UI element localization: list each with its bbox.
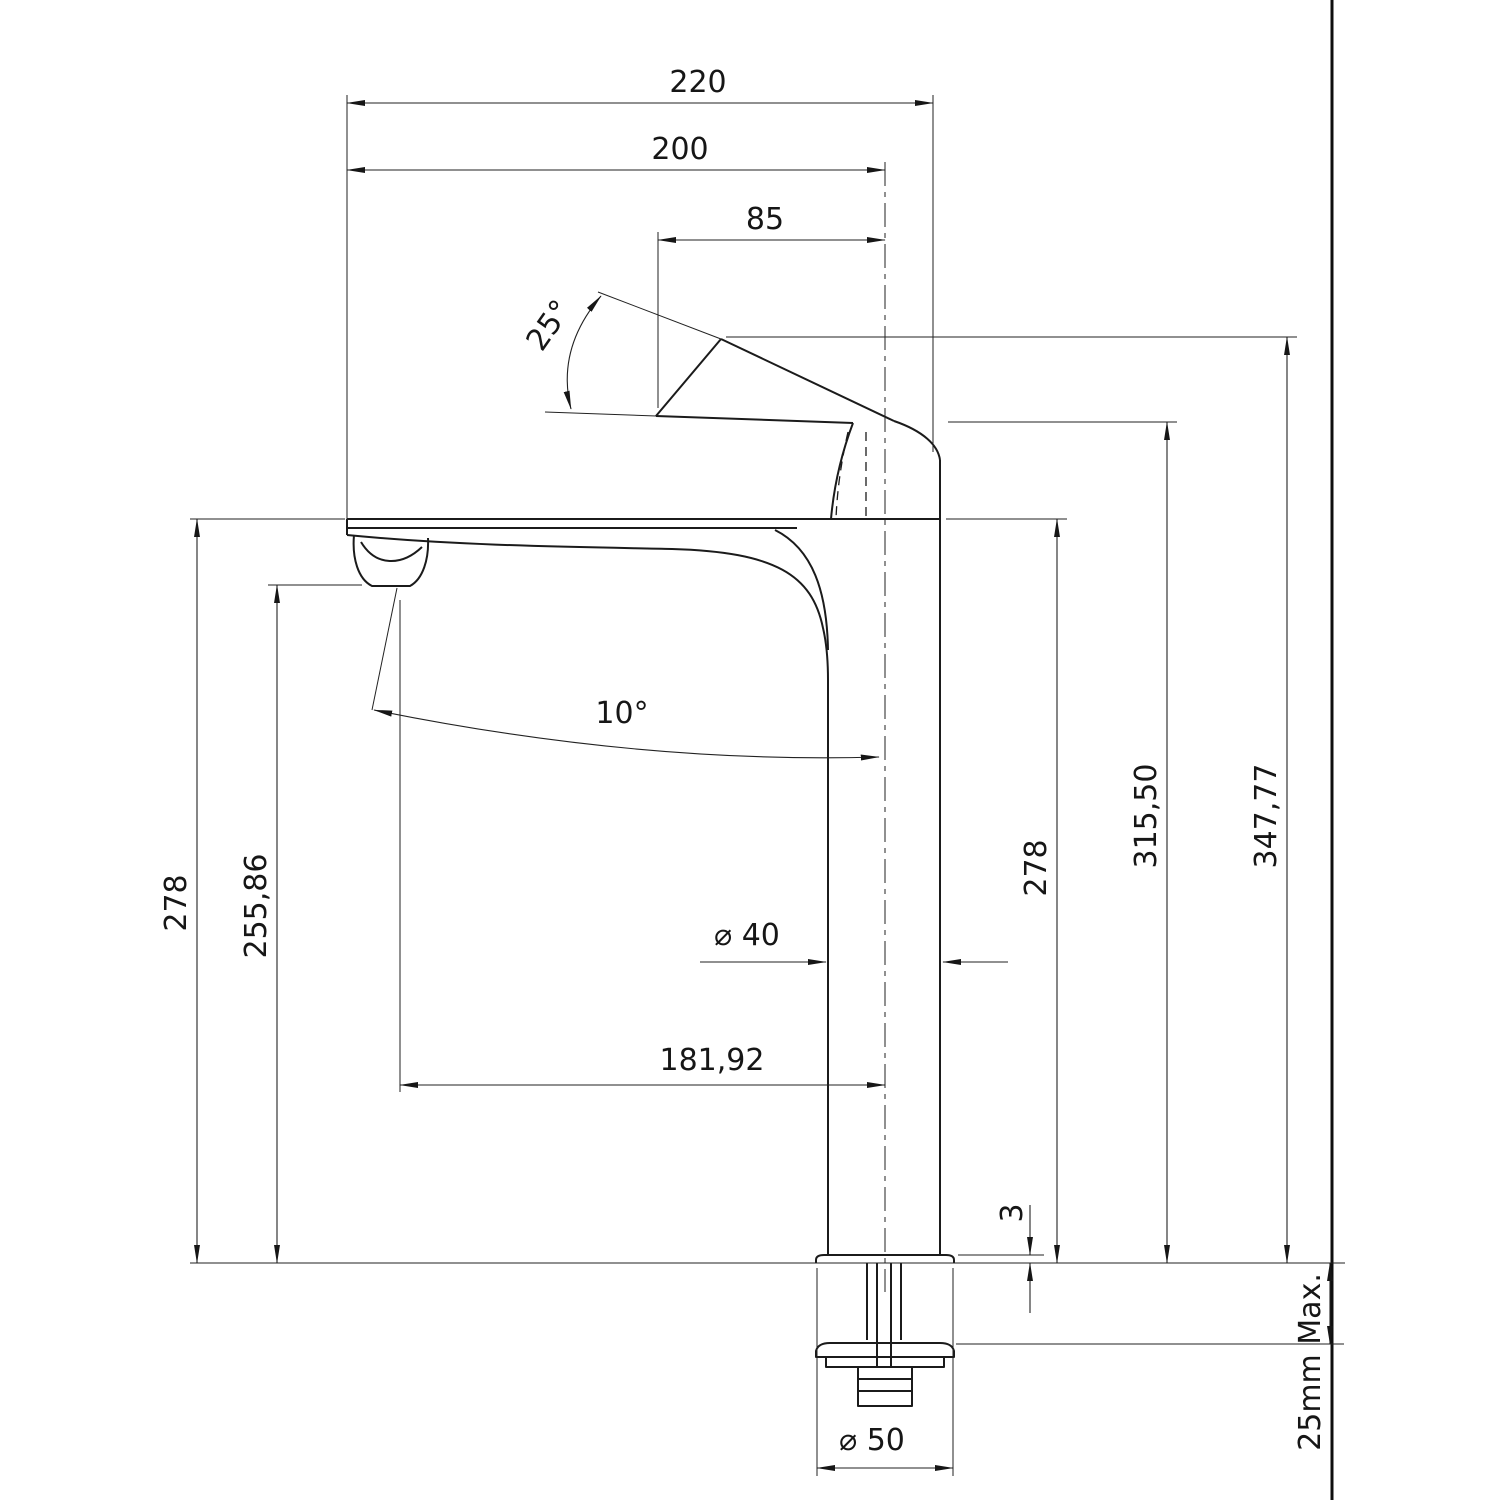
dim-spout-angle: 10° xyxy=(595,696,648,731)
dim-max-mounting-thickness: 25mm Max. xyxy=(1293,1273,1328,1451)
mounting-shank xyxy=(866,1263,902,1340)
dim-body-diameter: ⌀ 40 xyxy=(714,918,780,953)
base-flange xyxy=(815,1254,955,1263)
mounting-nut-threads xyxy=(858,1378,912,1392)
dim-overall-width: 220 xyxy=(669,65,726,100)
construction-handle-baseline xyxy=(544,411,657,417)
dim-spout-outlet-height: 255,86 xyxy=(239,854,274,959)
aerator-detail-curve xyxy=(360,541,423,562)
dimension-lines xyxy=(193,99,1334,1472)
handle-tip-edge xyxy=(655,338,722,417)
dim-left-height: 278 xyxy=(159,874,194,931)
body-shoulder-curve xyxy=(774,529,829,651)
dim-spout-reach: 200 xyxy=(651,132,708,167)
dim-outlet-reach: 181,92 xyxy=(660,1043,765,1078)
handle-right-curve xyxy=(893,420,941,461)
dim-handle-angle: 25° xyxy=(520,294,579,358)
dim-handle-height: 315,50 xyxy=(1129,764,1164,869)
dimarc-handle-angle xyxy=(563,295,602,410)
handle-top-edge xyxy=(720,338,895,422)
handle-bottom-edge xyxy=(655,415,854,424)
dimarc-spout-angle xyxy=(373,709,880,761)
aerator-outline xyxy=(352,534,430,587)
mounting-stud xyxy=(876,1263,892,1367)
dim-overall-height: 347,77 xyxy=(1249,764,1284,869)
spout-underside-and-body-left xyxy=(346,534,829,1255)
dimension-labels: 220 200 85 25° 10° 278 255,86 278 315,50… xyxy=(159,65,1328,1458)
ext-base-diameter xyxy=(816,1268,954,1476)
dim-handle-length: 85 xyxy=(746,202,784,237)
dim-base-diameter: ⌀ 50 xyxy=(839,1423,905,1458)
hidden-cartridge-curve xyxy=(835,431,849,520)
dim-deck-to-top-height: 278 xyxy=(1019,839,1054,896)
dim-flange-thickness: 3 xyxy=(995,1203,1030,1222)
mounting-washer-step xyxy=(825,1357,945,1368)
construction-outlet-axis xyxy=(371,587,398,711)
construction-handle-slope xyxy=(597,291,722,340)
ext-flange-thickness xyxy=(958,1254,1044,1264)
extension-lines xyxy=(190,95,1345,1476)
handle-neck-curve xyxy=(830,422,854,520)
mounting-nut xyxy=(857,1367,913,1407)
mounting-washer xyxy=(815,1342,955,1358)
faucet-outline xyxy=(346,338,955,1407)
